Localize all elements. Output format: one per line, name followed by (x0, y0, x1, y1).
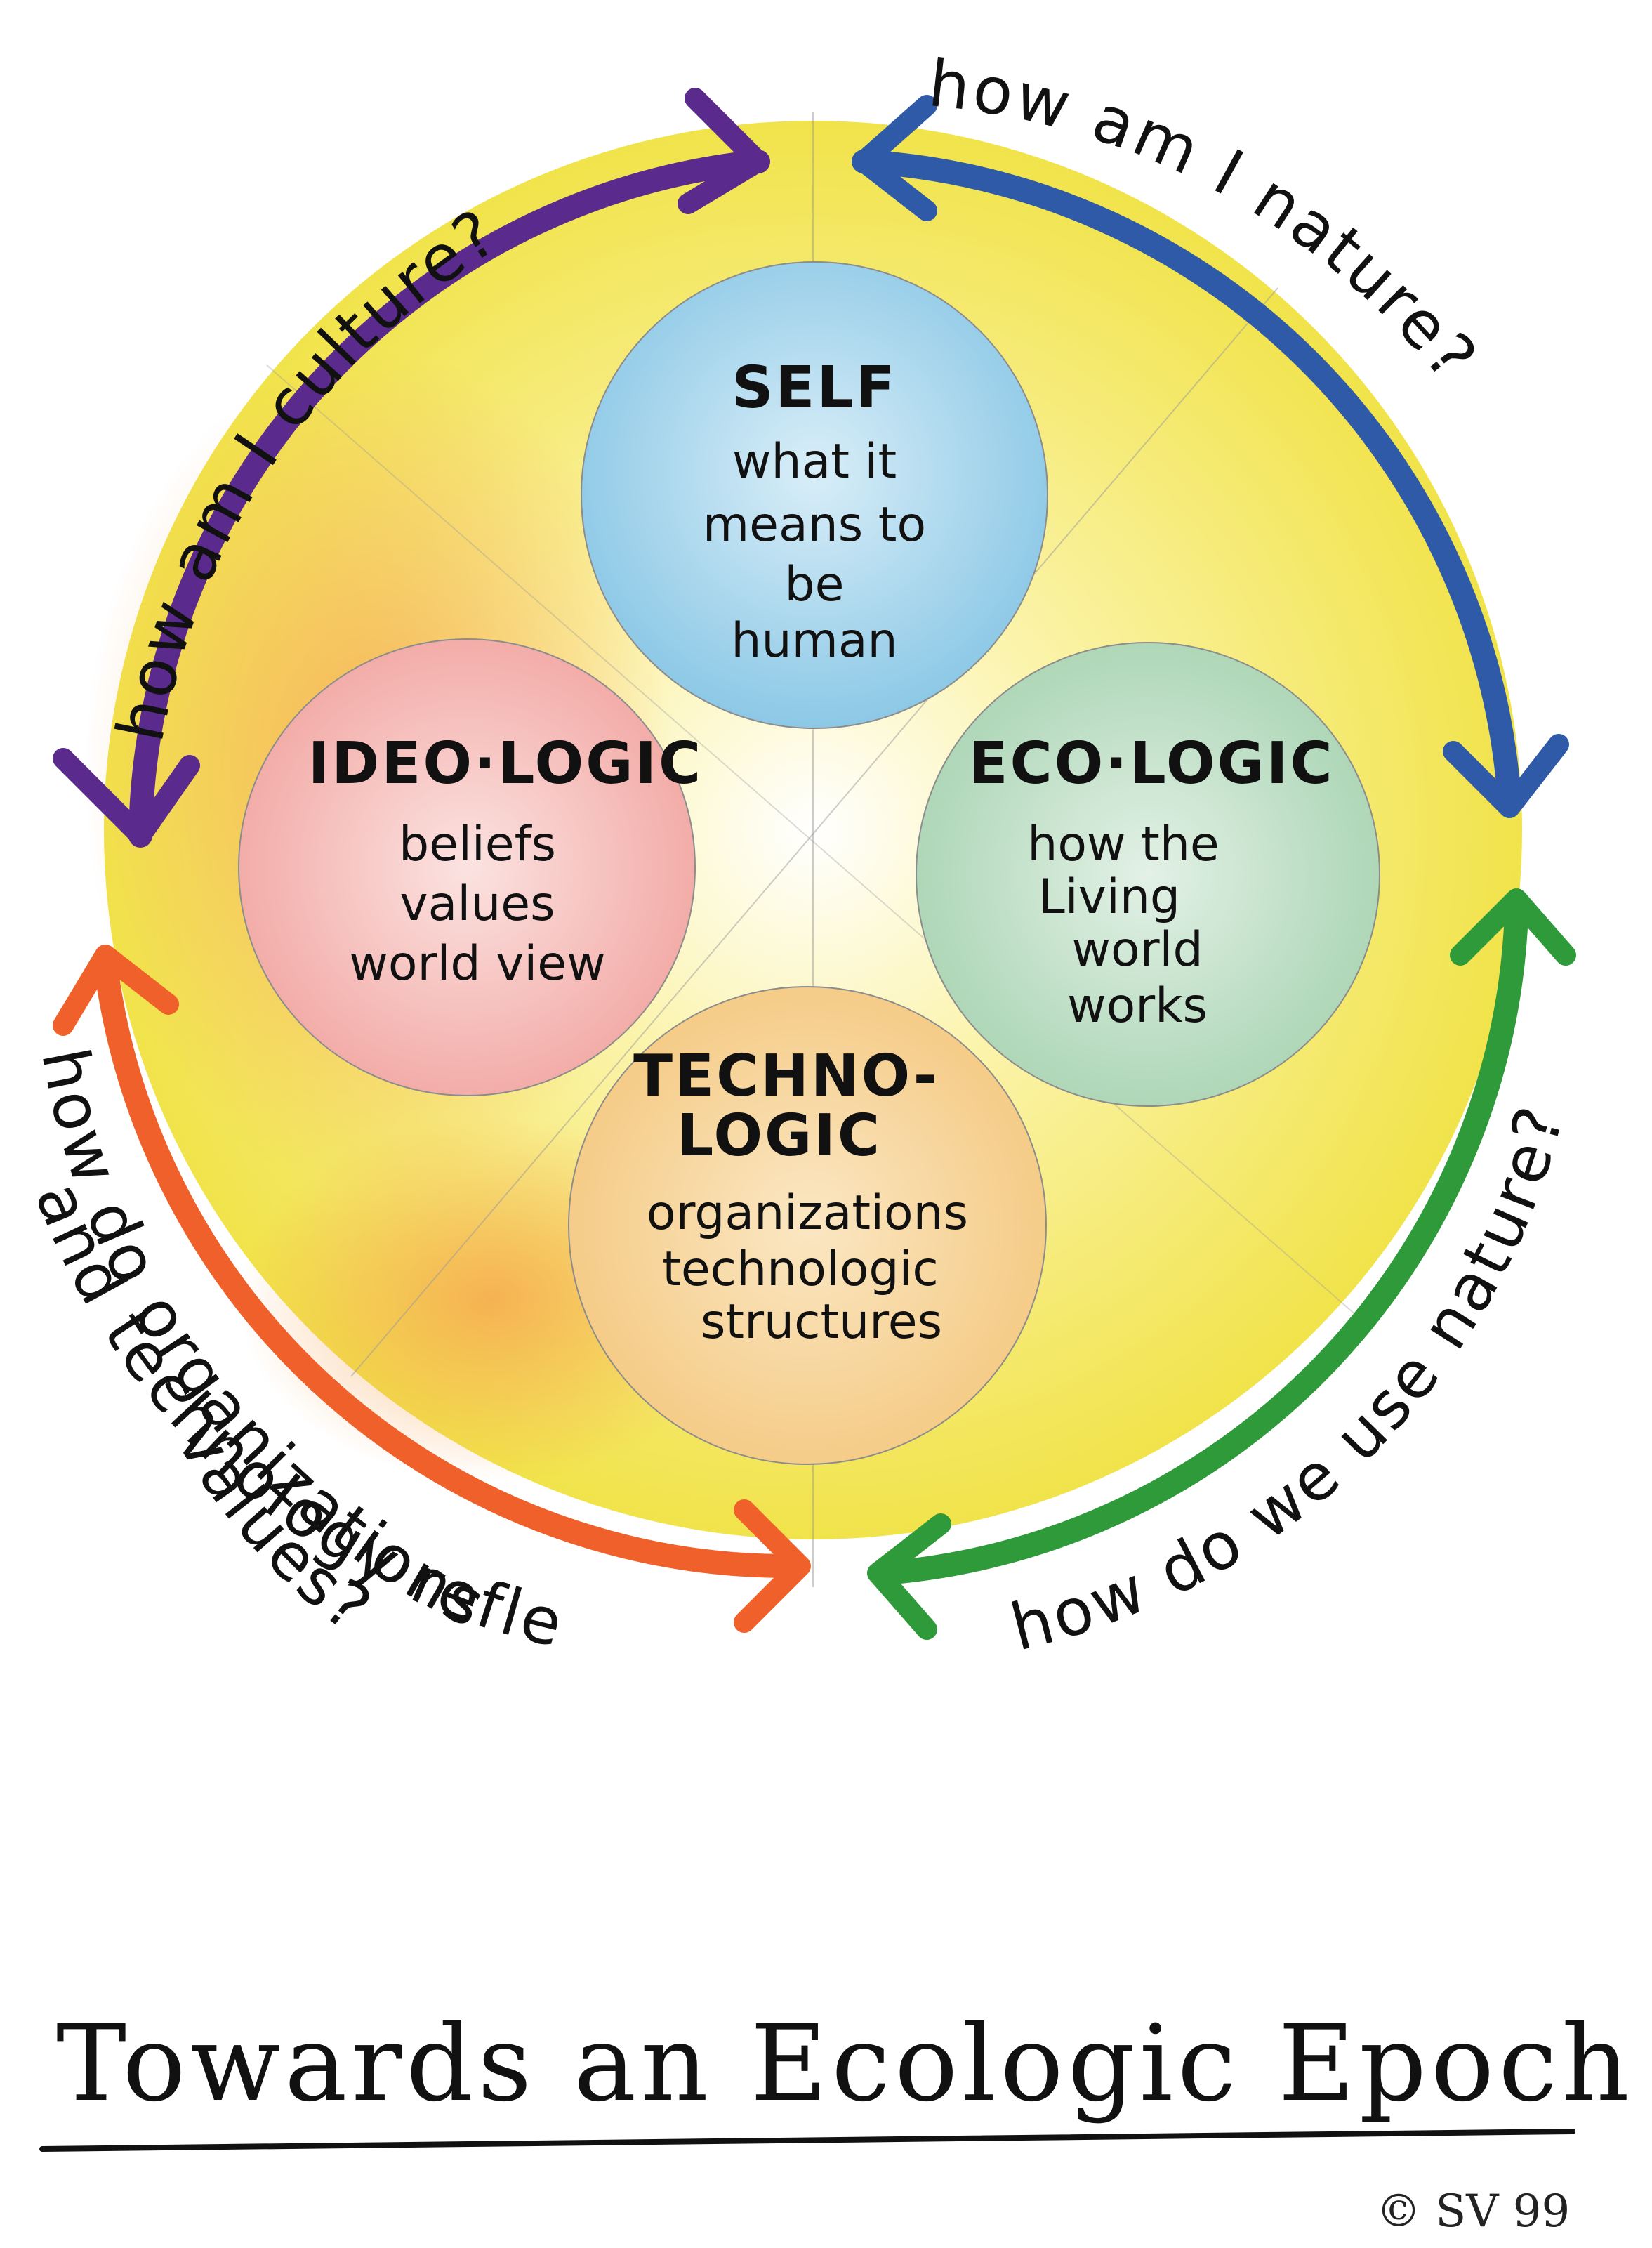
arrow-organizations (53, 945, 811, 1633)
ideo-title: IDEO·LOGIC (308, 730, 703, 797)
eco-line-2: Living (1038, 869, 1180, 925)
footer-title: Towards an Ecologic Epoch (56, 2003, 1634, 2125)
arrow-nature (852, 95, 1569, 818)
self-line-2: means to (703, 497, 926, 553)
techno-logic-circle (568, 986, 1047, 1465)
guide-line-diagonal (350, 287, 1278, 1377)
footer-underline (39, 2129, 1575, 2152)
ideo-line-3: world view (349, 936, 605, 992)
techno-line-3: structures (701, 1294, 942, 1350)
arrow-culture (53, 88, 770, 848)
ideo-line-1: beliefs (399, 817, 556, 872)
ideo-logic-circle (238, 638, 696, 1096)
self-circle (581, 261, 1048, 729)
eco-line-4: works (1067, 978, 1208, 1034)
self-line-3: be (785, 557, 845, 612)
techno-title-2: LOGIC (677, 1103, 882, 1169)
techno-line-1: organizations (647, 1185, 968, 1241)
eco-title: ECO·LOGIC (968, 730, 1334, 797)
techno-line-2: technologic (662, 1242, 939, 1297)
self-line-1: what it (732, 434, 897, 489)
self-title: SELF (732, 355, 897, 421)
copyright-mark: © SV 99 (1376, 2185, 1570, 2237)
self-line-4: human (731, 613, 897, 669)
eco-line-1: how the (1027, 817, 1220, 872)
arrow-use-nature (867, 888, 1576, 1640)
techno-title-1: TECHNO- (633, 1043, 939, 1110)
ideo-line-2: values (399, 876, 555, 932)
eco-logic-circle (916, 642, 1380, 1107)
guide-line-diagonal-2 (266, 364, 1363, 1321)
eco-line-3: world (1071, 922, 1203, 978)
